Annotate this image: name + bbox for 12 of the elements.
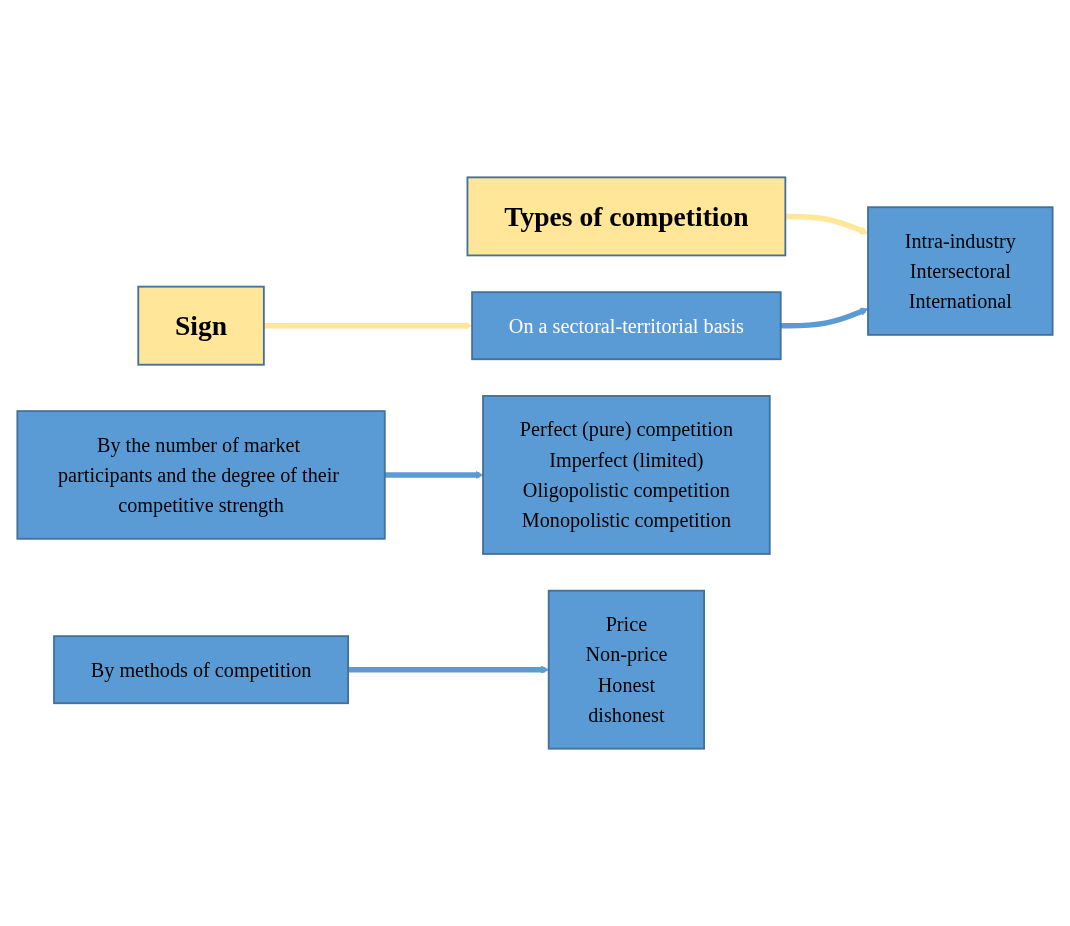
node-box: Intra-industry Intersectoral International (867, 206, 1054, 336)
node-box: By the number of market participants and the degree of their competitive strength (16, 410, 386, 540)
arrow (785, 213, 869, 235)
arrow (780, 307, 869, 329)
arrow (263, 321, 473, 330)
node-box: By methods of competition (53, 635, 350, 705)
node-box: Sign (137, 285, 265, 366)
node-box: On a sectoral-territorial basis (471, 291, 782, 361)
node-box: Perfect (pure) competition Imperfect (limited) Oligopolistic competition Monopolistic competition (482, 395, 771, 555)
node-box: Price Non-price Honest dishonest (547, 589, 706, 750)
node-box: Types of competition (466, 176, 787, 257)
arrow (384, 470, 484, 479)
